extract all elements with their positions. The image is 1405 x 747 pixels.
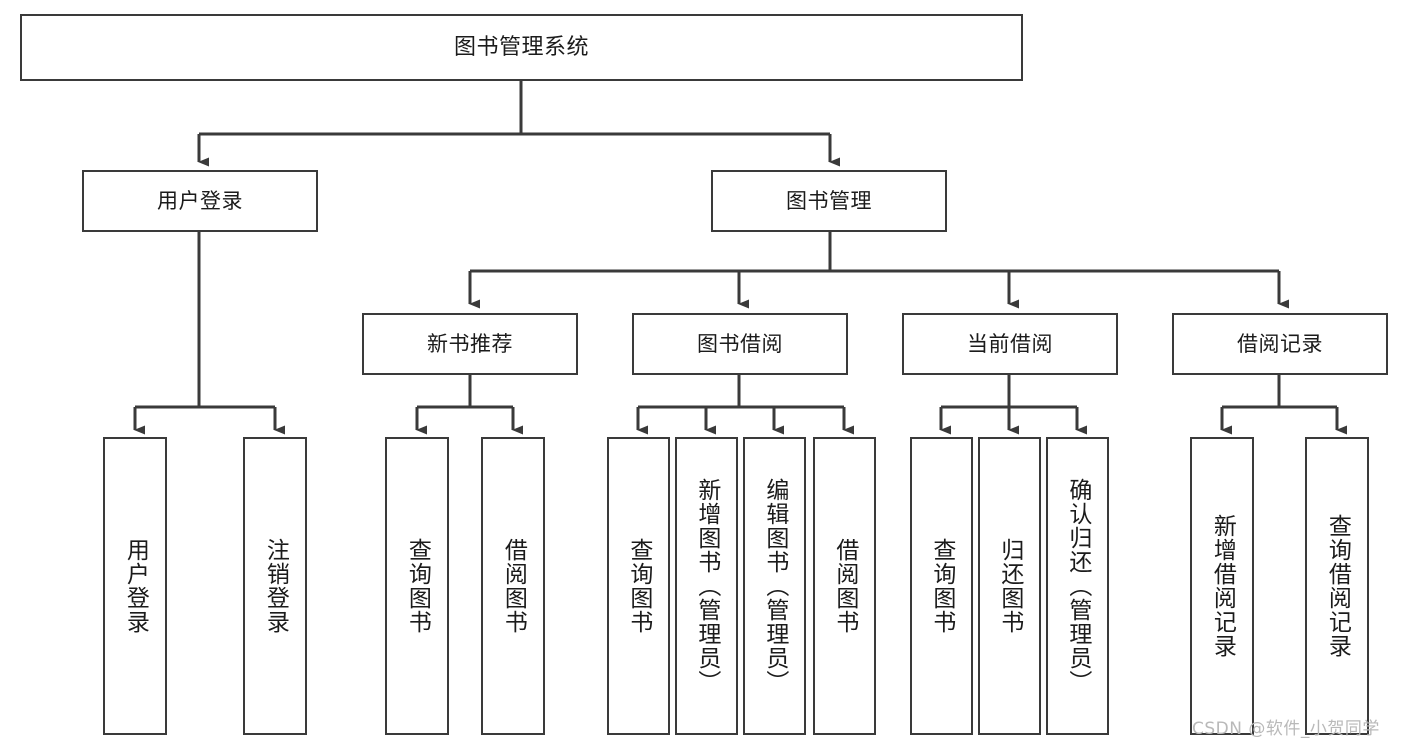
leaf-current-borrow-return[interactable]: 归还图书 <box>978 437 1041 735</box>
node-root-system[interactable]: 图书管理系统 <box>20 14 1023 81</box>
leaf-new-book-borrow[interactable]: 借阅图书 <box>481 437 545 735</box>
node-label: 借阅图书 <box>831 538 858 634</box>
node-label: 图书借阅 <box>697 331 783 356</box>
leaf-borrow-record-query[interactable]: 查询借阅记录 <box>1305 437 1369 735</box>
node-label: 借阅图书 <box>500 538 527 634</box>
node-label: 借阅记录 <box>1237 331 1323 356</box>
node-label: 注销登录 <box>262 538 289 634</box>
node-book-management[interactable]: 图书管理 <box>711 170 947 232</box>
node-label: 图书管理系统 <box>453 34 589 60</box>
node-label: 用户登录 <box>122 538 149 634</box>
node-label: 新增图书（管理员） <box>693 478 720 694</box>
node-label: 用户登录 <box>157 188 243 213</box>
leaf-current-borrow-confirm[interactable]: 确认归还（管理员） <box>1046 437 1109 735</box>
node-label: 查询图书 <box>625 538 652 634</box>
node-label: 查询图书 <box>404 538 431 634</box>
node-current-borrow[interactable]: 当前借阅 <box>902 313 1118 375</box>
node-label: 新书推荐 <box>427 331 513 356</box>
node-new-book-recommend[interactable]: 新书推荐 <box>362 313 578 375</box>
leaf-book-borrow-add[interactable]: 新增图书（管理员） <box>675 437 738 735</box>
node-label: 新增借阅记录 <box>1209 514 1236 658</box>
leaf-book-borrow-edit[interactable]: 编辑图书（管理员） <box>743 437 806 735</box>
leaf-book-borrow-query[interactable]: 查询图书 <box>607 437 670 735</box>
leaf-borrow-record-add[interactable]: 新增借阅记录 <box>1190 437 1254 735</box>
node-borrow-record[interactable]: 借阅记录 <box>1172 313 1388 375</box>
leaf-book-borrow-borrow[interactable]: 借阅图书 <box>813 437 876 735</box>
leaf-new-book-query[interactable]: 查询图书 <box>385 437 449 735</box>
node-label: 归还图书 <box>996 538 1023 634</box>
leaf-user-login-login[interactable]: 用户登录 <box>103 437 167 735</box>
node-label: 图书管理 <box>786 188 872 213</box>
node-label: 查询图书 <box>928 538 955 634</box>
leaf-current-borrow-query[interactable]: 查询图书 <box>910 437 973 735</box>
node-label: 当前借阅 <box>967 331 1053 356</box>
csdn-watermark: CSDN @软件_小贺同学 <box>1192 719 1380 739</box>
leaf-user-login-logout[interactable]: 注销登录 <box>243 437 307 735</box>
node-book-borrow[interactable]: 图书借阅 <box>632 313 848 375</box>
node-label: 确认归还（管理员） <box>1064 478 1091 694</box>
node-label: 编辑图书（管理员） <box>761 478 788 694</box>
node-user-login[interactable]: 用户登录 <box>82 170 318 232</box>
node-label: 查询借阅记录 <box>1324 514 1351 658</box>
